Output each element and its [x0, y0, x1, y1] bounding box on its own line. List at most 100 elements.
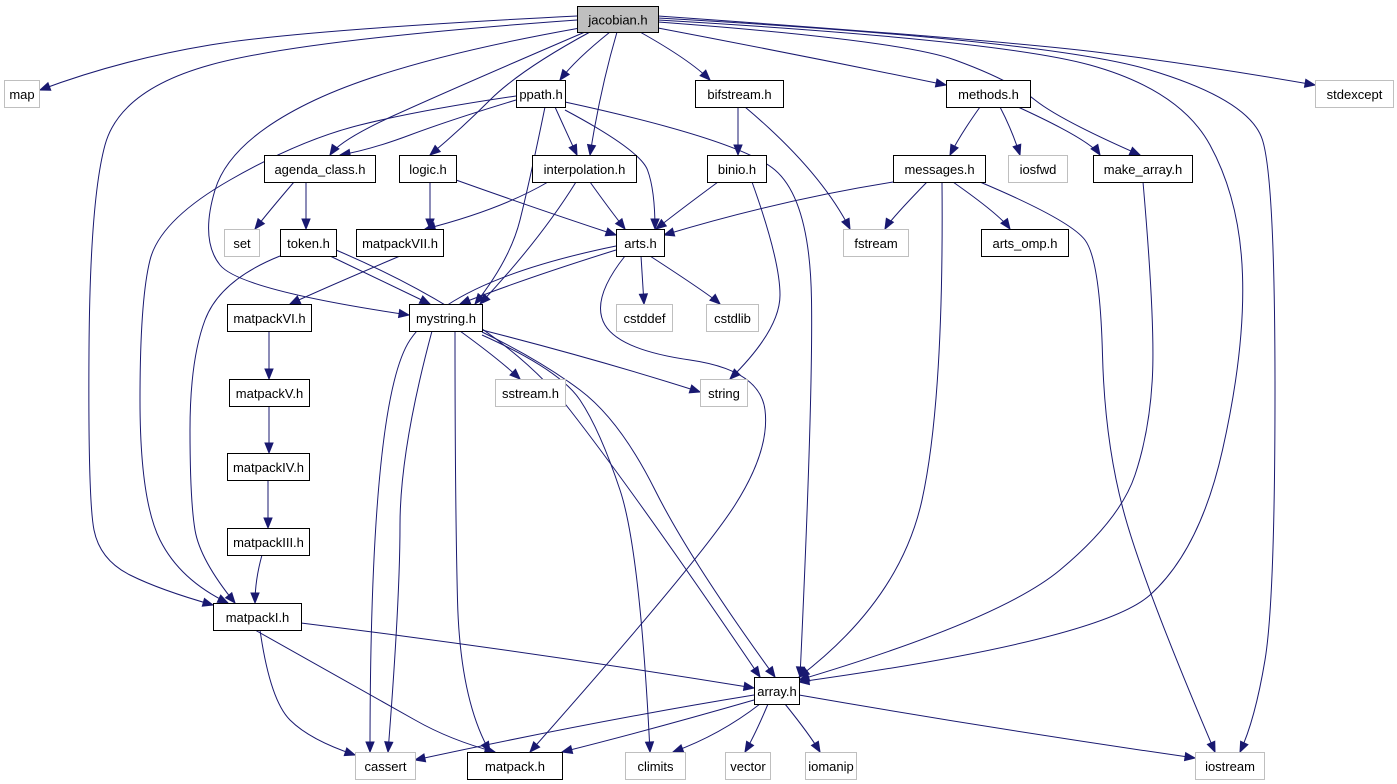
node-box — [981, 229, 1069, 257]
node-box — [754, 677, 800, 705]
edge-logic-to-arts — [455, 179, 618, 237]
edge-matpackVII-to-matpackVI — [288, 255, 401, 305]
arrowhead-icon — [479, 293, 491, 305]
node-label: cassert — [365, 759, 407, 774]
edge-line — [952, 181, 1011, 230]
node-logic[interactable]: logic.h — [399, 155, 457, 183]
node-label: matpackIV.h — [233, 460, 304, 475]
node-token[interactable]: token.h — [280, 229, 337, 257]
edge-make_array-to-array — [797, 181, 1154, 682]
arrowhead-icon — [264, 442, 274, 455]
node-label: iosfwd — [1020, 162, 1057, 177]
edge-jacobian-to-matpackI — [88, 19, 578, 607]
arrowhead-icon — [263, 517, 273, 530]
node-matpackV[interactable]: matpackV.h — [229, 379, 310, 407]
arrowhead-icon — [644, 741, 655, 754]
arrowhead-icon — [841, 217, 851, 231]
edge-interpolation-to-mystring — [479, 181, 577, 305]
node-label: fstream — [854, 236, 897, 251]
node-methods[interactable]: methods.h — [946, 80, 1031, 108]
node-box — [227, 528, 310, 556]
edge-line — [88, 19, 578, 606]
node-fstream: fstream — [843, 229, 909, 257]
node-box — [843, 229, 909, 257]
node-label: string — [708, 386, 740, 401]
edge-methods-to-make_array — [1017, 106, 1101, 157]
node-label: agenda_class.h — [274, 162, 365, 177]
node-ppath[interactable]: ppath.h — [516, 80, 566, 108]
node-box — [725, 752, 771, 780]
node-box — [467, 752, 563, 780]
arrowhead-icon — [343, 747, 357, 757]
node-label: matpack.h — [485, 759, 545, 774]
edge-line — [369, 245, 617, 753]
node-iosfwd: iosfwd — [1008, 155, 1068, 183]
node-box — [577, 6, 659, 33]
edge-line — [455, 179, 617, 236]
node-box — [1195, 752, 1265, 780]
node-arts-omp[interactable]: arts_omp.h — [981, 229, 1069, 257]
edge-array-to-matpack — [560, 699, 755, 755]
node-label: make_array.h — [1104, 162, 1183, 177]
node-matpackVI[interactable]: matpackVI.h — [227, 304, 312, 332]
arrowhead-icon — [254, 217, 266, 231]
arrowhead-icon — [458, 295, 472, 305]
edge-messages-to-fstream — [884, 181, 928, 231]
node-label: mystring.h — [416, 311, 476, 326]
edge-line — [329, 31, 586, 156]
edge-line — [481, 331, 776, 678]
edge-mystring-to-matpack — [454, 330, 491, 754]
edge-matpackI-to-array — [300, 622, 756, 691]
arrowhead-icon — [662, 227, 676, 237]
edge-line — [39, 15, 578, 91]
node-array[interactable]: array.h — [754, 677, 800, 705]
node-box — [1008, 155, 1068, 183]
edge-line — [424, 181, 549, 230]
arrowhead-icon — [949, 143, 959, 157]
arrowhead-icon — [264, 368, 274, 381]
edge-messages-to-arts_omp — [952, 181, 1011, 231]
node-binio[interactable]: binio.h — [707, 155, 767, 183]
node-label: array.h — [757, 684, 797, 699]
node-climits: climits — [625, 752, 686, 780]
edge-arts-to-cassert — [365, 245, 617, 754]
node-interpolation[interactable]: interpolation.h — [532, 155, 637, 183]
arrowhead-icon — [559, 68, 571, 82]
edge-line — [259, 629, 356, 756]
edge-line — [979, 181, 1216, 753]
edge-line — [189, 255, 281, 604]
node-box — [946, 80, 1031, 108]
node-box — [616, 304, 673, 332]
arrowhead-icon — [604, 227, 618, 237]
node-mystring[interactable]: mystring.h — [409, 304, 483, 332]
node-label: sstream.h — [502, 386, 559, 401]
edge-line — [729, 181, 781, 380]
node-matpackIV[interactable]: matpackIV.h — [227, 453, 310, 481]
node-label: vector — [730, 759, 766, 774]
arrowhead-icon — [397, 308, 411, 319]
node-string: string — [700, 379, 748, 407]
node-jacobian[interactable]: jacobian.h — [577, 6, 659, 33]
edge-line — [649, 255, 721, 305]
node-matpackVII[interactable]: matpackVII.h — [356, 229, 444, 257]
edge-matpackV-to-matpackIV — [264, 406, 274, 455]
node-messages[interactable]: messages.h — [893, 155, 986, 183]
node-bifstream[interactable]: bifstream.h — [695, 80, 784, 108]
node-matpackIII[interactable]: matpackIII.h — [227, 528, 310, 556]
node-matpack[interactable]: matpack.h — [467, 752, 563, 780]
node-matpackI[interactable]: matpackI.h — [213, 603, 302, 631]
node-cstdlib: cstdlib — [706, 304, 759, 332]
node-agenda-class[interactable]: agenda_class.h — [264, 155, 376, 183]
arrowhead-icon — [568, 143, 578, 157]
node-set: set — [224, 229, 260, 257]
edge-jacobian-to-methods — [657, 27, 948, 88]
arrowhead-icon — [301, 218, 311, 231]
node-label: matpackVII.h — [362, 236, 438, 251]
node-label: cstdlib — [714, 311, 751, 326]
arrowhead-icon — [201, 597, 215, 607]
arrowhead-icon — [1090, 143, 1101, 157]
arrowhead-icon — [1239, 740, 1249, 754]
node-make-array[interactable]: make_array.h — [1093, 155, 1193, 183]
node-arts[interactable]: arts.h — [616, 229, 665, 257]
